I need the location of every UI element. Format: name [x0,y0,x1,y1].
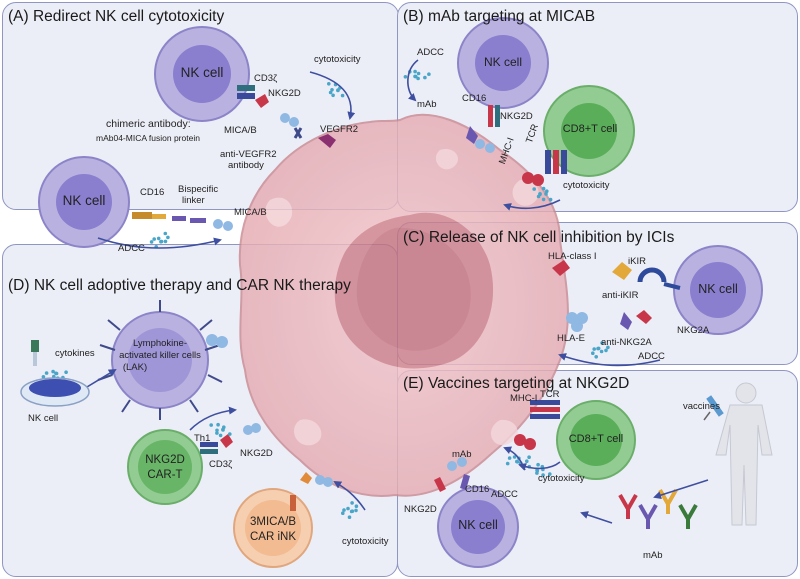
e-mab-bottom-label: mAb [643,550,663,561]
d-car-ink-cell [233,488,313,568]
c-nkg2a-label: NKG2A [677,325,710,336]
a-nk-cell-bottom [38,156,130,248]
b-nkg2d-label: NKG2D [500,111,533,122]
d-cd3z-label: CD3ζ [209,459,233,470]
d-lak-cell [111,311,209,409]
d-nkcell-label: NK cell [28,413,59,424]
e-cd8-t-cell [556,400,636,480]
d-car-ink-label-1: 3MICA/B [249,516,296,528]
b-adcc-label: ADCC [417,47,444,58]
a-bispecific-label-1: Bispecific [178,184,219,195]
d-nkg2d-car-t-cell [127,429,203,505]
e-tcr-label: TCR [540,389,560,400]
c-hla-class-label: HLA-class I [548,251,597,262]
panel-b-title: (B) mAb targeting at MICAB [403,8,596,25]
c-anti-ikir-label: anti-iKIR [602,290,639,301]
granule-dots [41,69,610,519]
e-mhc-label: MHC-I [510,393,538,404]
a-mica2-label: MICA/B [234,207,267,218]
c-hla-e-label: HLA-E [557,333,585,344]
c-adcc-label: ADCC [638,351,665,362]
c-ikir-label: iKIR [628,256,646,267]
d-cytokines-label: cytokines [55,348,95,359]
a-cytotoxicity-label: cytotoxicity [314,54,361,65]
a-nk-cell-top-label: NK cell [180,65,224,80]
a-bispecific-label-2: linker [182,195,205,206]
a-cd16-label: CD16 [140,187,165,198]
d-lak-label-1: Lymphokine- [132,338,188,349]
d-th1-label: Th1 [194,433,211,444]
panel-e-title: (E) Vaccines targeting at NKG2D [403,375,630,392]
e-cd16-label: CD16 [465,484,490,495]
arrows [81,59,709,524]
a-fusion-label: mAb04-MICA fusion protein [96,133,200,143]
d-nkg2d-label: NKG2D [240,448,273,459]
b-mab-label: mAb [417,99,437,110]
d-cart-label-1: NKG2D [145,454,185,466]
a-antivegfr2-label-2: antibody [228,160,264,171]
a-nk-cell-top [154,26,250,122]
a-adcc-label: ADCC [118,243,145,254]
e-nkg2d-label: NKG2D [404,504,437,515]
receptor-glyphs [132,85,698,529]
a-nkg2d-label: NKG2D [268,88,301,99]
e-adcc-label: ADCC [491,489,518,500]
a-vegfr2-label: VEGFR2 [320,124,359,135]
b-cd16-label: CD16 [462,93,487,104]
panel-d-title: (D) NK cell adoptive therapy and CAR NK … [8,277,351,294]
panel-c-title: (C) Release of NK cell inhibition by ICI… [403,229,675,246]
c-nk-cell [673,245,763,335]
panel-a-title: (A) Redirect NK cell cytotoxicity [8,8,225,25]
d-cart-label-2: CAR-T [147,469,183,481]
d-cytotoxicity-label: cytotoxicity [342,536,389,547]
human-figure-icon [715,382,773,526]
e-cytotoxicity-label: cytotoxicity [538,473,585,484]
a-antivegfr2-label-1: anti-VEGFR2 [220,149,277,160]
a-cd3z-label: CD3ζ [254,73,278,84]
c-anti-nkg2a-label: anti-NKG2A [601,337,652,348]
dropper-icon [31,340,39,366]
b-cd8-cell-label: CD8+T cell [562,123,618,135]
b-cytotoxicity-label: cytotoxicity [563,180,610,191]
b-nk-cell-label: NK cell [483,55,522,69]
e-vaccines-label: vaccines [683,401,720,412]
e-nk-cell [437,486,519,568]
tumor-cell [238,113,569,497]
e-cd8-cell-label: CD8+T cell [568,433,624,445]
a-chimeric-label: chimeric antibody: [106,118,191,130]
c-nk-cell-label: NK cell [698,282,738,296]
e-nk-cell-label: NK cell [458,518,498,532]
syringe-icon [703,395,724,421]
d-lak-label-2: activated killer cells [119,350,201,361]
d-car-ink-label-2: CAR iNK [249,531,296,543]
a-mica-label: MICA/B [224,125,257,136]
a-nk-cell-bottom-label: NK cell [62,193,106,208]
d-lak-label-3: (LAK) [122,362,148,373]
b-nk-cell [457,17,549,109]
e-mab-top-label: mAb [452,449,472,460]
petri-dish [20,377,90,407]
